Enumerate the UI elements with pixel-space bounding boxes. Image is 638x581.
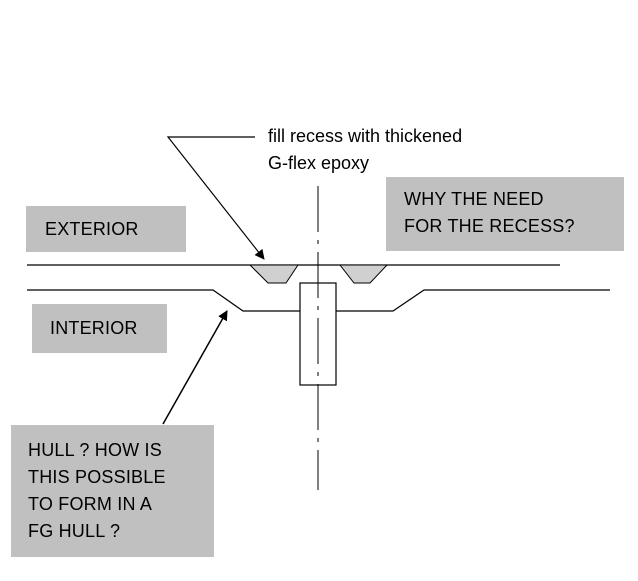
- fill-recess-annotation: fill recess with thickened G-flex epoxy: [268, 126, 463, 173]
- leader-line-fill: [166, 136, 265, 260]
- exterior-label: EXTERIOR: [45, 219, 139, 239]
- exterior-label-box: EXTERIOR: [26, 206, 186, 252]
- arrow-hull: [162, 310, 228, 425]
- interior-label: INTERIOR: [50, 318, 138, 338]
- interior-label-box: INTERIOR: [32, 304, 167, 353]
- hull-question-box: HULL ? HOW IS THIS POSSIBLE TO FORM IN A…: [11, 425, 214, 557]
- recess-fill-right: [338, 264, 389, 284]
- hull-question: HULL ? HOW IS THIS POSSIBLE TO FORM IN A…: [28, 440, 166, 541]
- recess-fill-left: [248, 264, 299, 284]
- recess-question: WHY THE NEED FOR THE RECESS?: [404, 189, 575, 236]
- recess-question-box: WHY THE NEED FOR THE RECESS?: [386, 177, 624, 251]
